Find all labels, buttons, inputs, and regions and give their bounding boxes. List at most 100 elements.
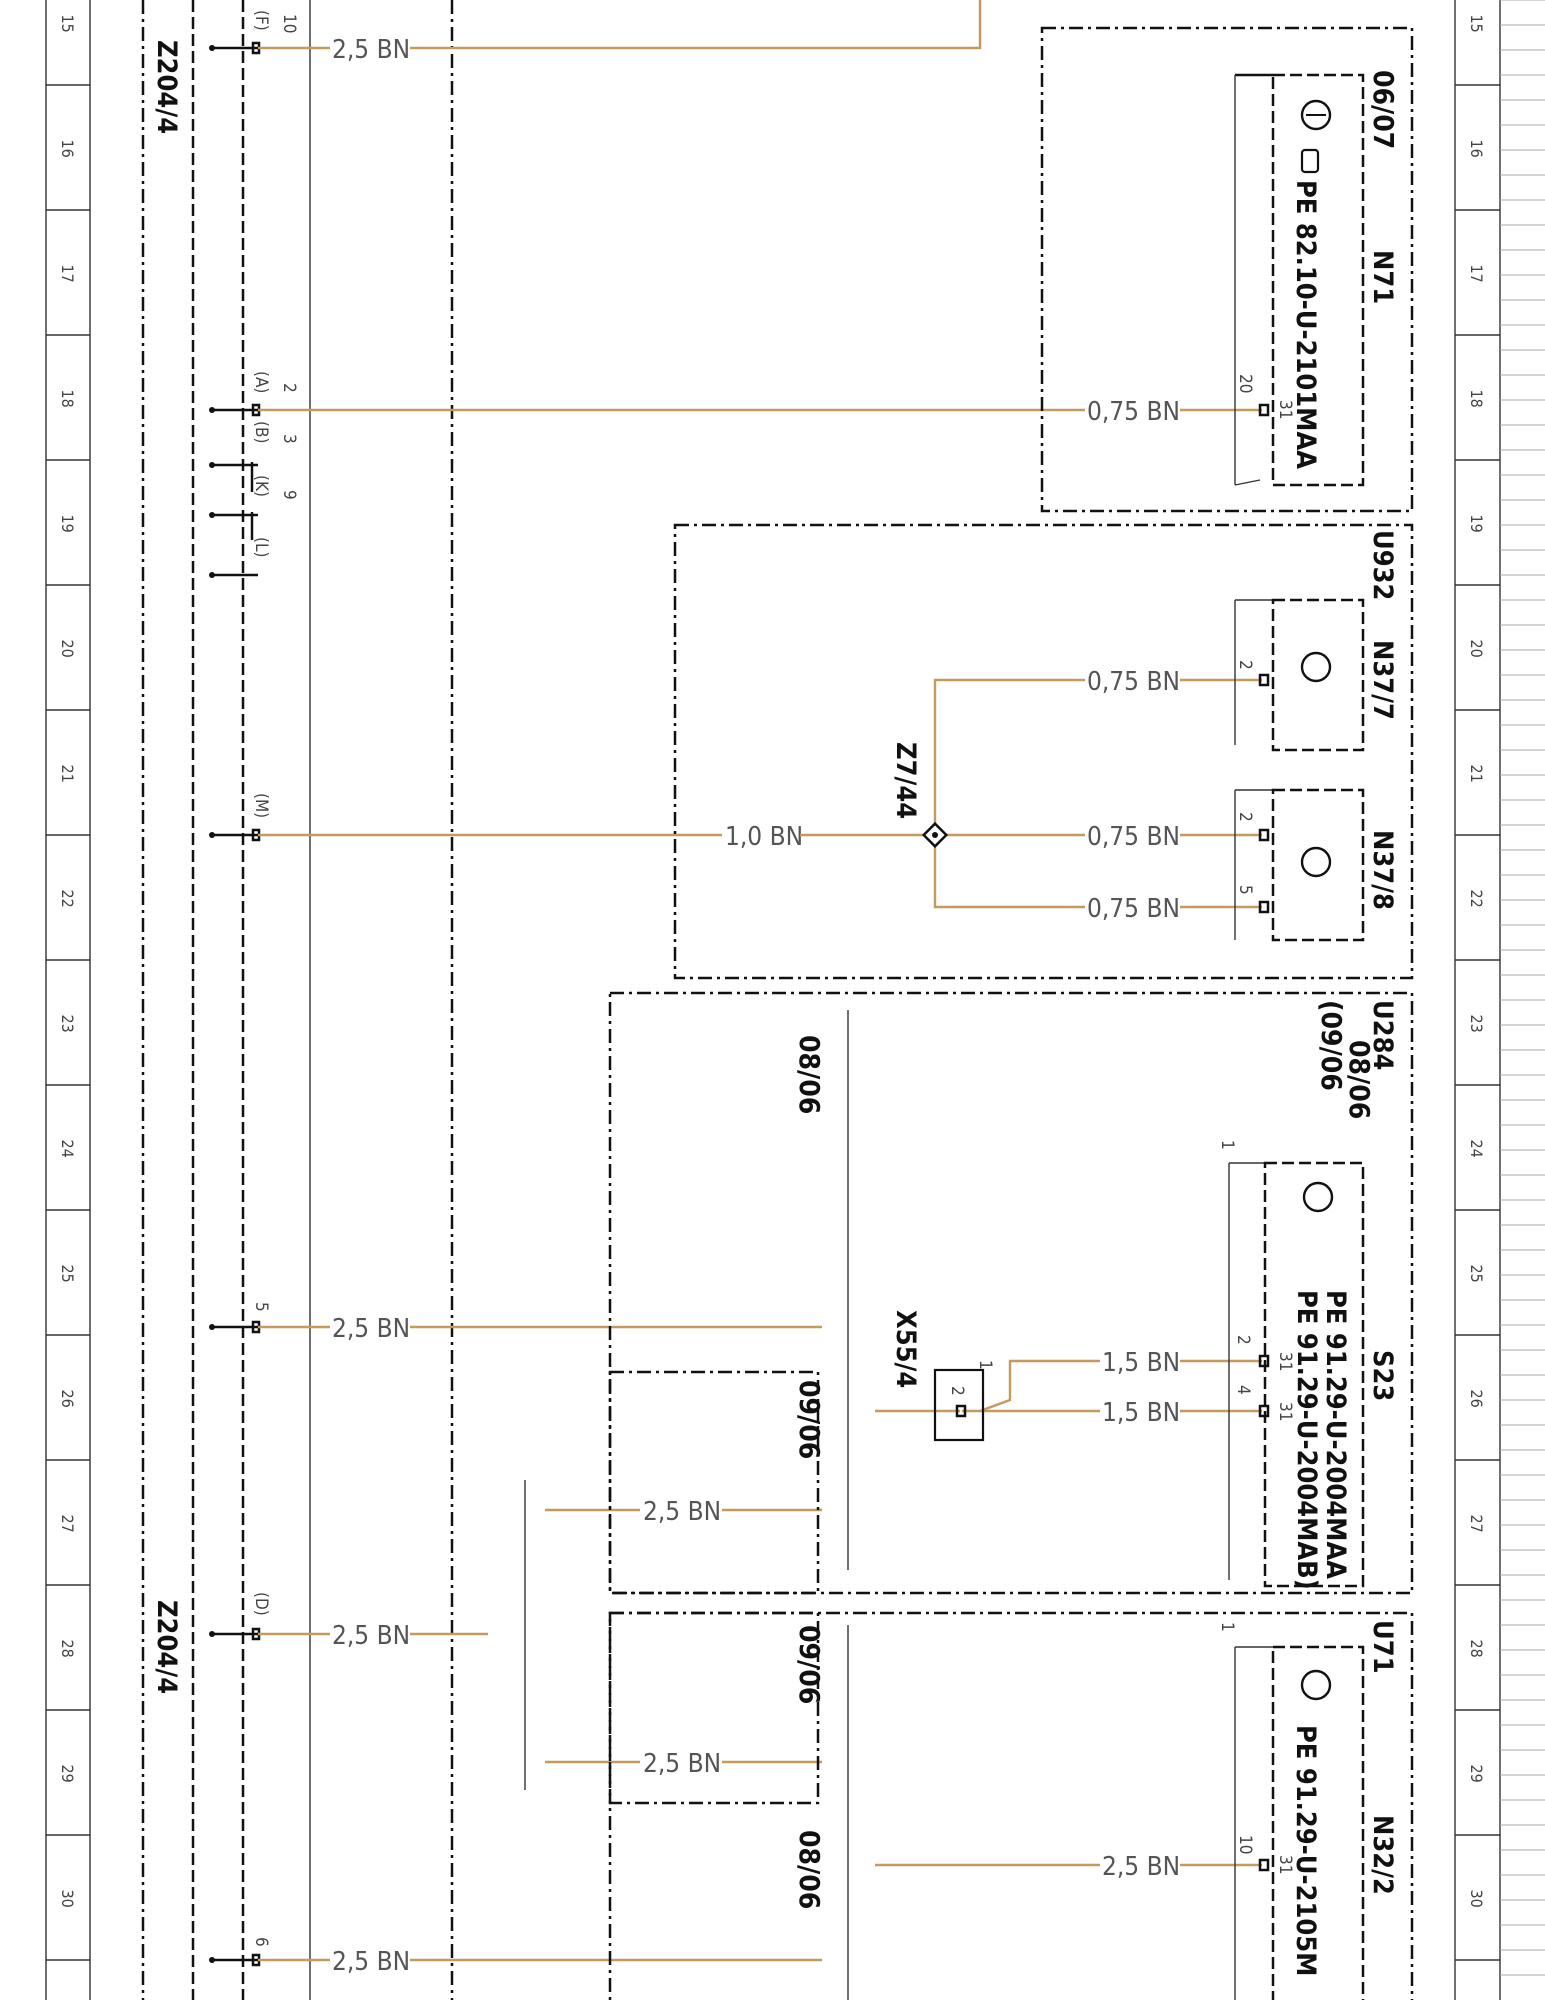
- s23-pin-4-31: 31: [1275, 1402, 1295, 1421]
- ruler-label-left: 30: [58, 1890, 77, 1908]
- n37-7-icon: [1300, 651, 1332, 683]
- n71-pe: PE 82.10-U-2101MAA: [1290, 180, 1321, 469]
- n37-8-pin-2: 2: [1235, 812, 1255, 822]
- n32-2-circuit-icon: [1300, 1669, 1332, 1701]
- s23-pin-2-31: 31: [1275, 1352, 1295, 1371]
- ruler-label-left: 25: [58, 1265, 77, 1283]
- u932-name: U932: [1367, 530, 1398, 600]
- version-0906-mid: 09/06: [793, 1380, 826, 1459]
- n32-2-pin-31: 31: [1275, 1855, 1295, 1874]
- n32-2-pin-10: 10: [1235, 1835, 1255, 1854]
- ruler-label-right: 22: [1467, 890, 1486, 908]
- pin-2: 2: [279, 383, 299, 393]
- n71-name: N71: [1367, 250, 1398, 304]
- splice-z7-44: Z7/44: [890, 742, 949, 849]
- ruler-ticks: [46, 0, 1545, 1976]
- ruler-label-right: 20: [1467, 640, 1486, 658]
- wire-label-27: 2,5 BN: [643, 1497, 721, 1527]
- version-0806-low: 08/06: [793, 1830, 826, 1909]
- ruler-label-right: 25: [1467, 1265, 1486, 1283]
- n37-7-name: N37/7: [1367, 640, 1398, 720]
- s23-pin-4: 4: [1233, 1385, 1253, 1395]
- u284-name: U284: [1367, 1000, 1398, 1070]
- splice-label: Z7/44: [890, 742, 921, 819]
- ruler-label-left: 20: [58, 640, 77, 658]
- x55-4-pin-1: 1: [975, 1360, 995, 1370]
- wire-label-30-left: 2,5 BN: [332, 1947, 410, 1977]
- ruler-label-left: 28: [58, 1640, 77, 1658]
- version-0906-low: 09/06: [793, 1625, 826, 1704]
- u284-version-range: (09/06: [1315, 1000, 1348, 1091]
- pin-6: 6: [251, 1937, 271, 1947]
- component-u284: U284 08/06 (09/06 08/06 09/06 1 2 31 4 3…: [524, 991, 1414, 1790]
- ruler-label-left: 19: [58, 515, 77, 533]
- pin-f: (F): [251, 10, 271, 31]
- ruler-label-left: 16: [58, 140, 77, 158]
- pin-b: (B): [251, 421, 271, 443]
- ruler-label-left: 18: [58, 390, 77, 408]
- pin-10: 10: [279, 14, 299, 33]
- component-n71: 20 31 06/07 N71 PE 82.10-U-2101MAA: [1040, 26, 1414, 513]
- ruler-label-right: 24: [1467, 1140, 1486, 1158]
- n37-8-pin-5: 5: [1235, 885, 1255, 895]
- ruler-label-right: 23: [1467, 1015, 1486, 1033]
- ruler-label-right: 19: [1467, 515, 1486, 533]
- n71-pin-31: 31: [1275, 400, 1295, 419]
- right-ruler: [1454, 0, 1501, 2000]
- wire-label-29: 2,5 BN: [643, 1749, 721, 1779]
- n32-2-name: N32/2: [1367, 1815, 1398, 1895]
- wires: 2,5 BN 0,75 BN 1,0 BN 0,75 BN 0,75 BN 0,…: [258, 0, 1262, 1977]
- wire-label-21-out: 0,75 BN: [1087, 822, 1180, 852]
- pin-5: 5: [251, 1302, 271, 1312]
- ruler-label-right: 26: [1467, 1390, 1486, 1408]
- s23-pe-2: PE 91.29-U-2004MAB): [1291, 1290, 1322, 1590]
- ruler-label-left: 29: [58, 1765, 77, 1783]
- n37-7-pin-2: 2: [1235, 660, 1255, 670]
- component-u932: U932 2 N37/7 2 5 N37/8: [673, 523, 1414, 980]
- ruler-label-left: 24: [58, 1140, 77, 1158]
- connector-label-top: Z204/4: [151, 40, 182, 134]
- circuit-symbol-icon: [1300, 99, 1332, 131]
- wire-label-25-top: 1,5 BN: [1102, 1348, 1180, 1378]
- ruler-label-left: 22: [58, 890, 77, 908]
- wire-label-18: 0,75 BN: [1087, 397, 1180, 427]
- n32-2-pe: PE 91.29-U-2105M: [1290, 1725, 1321, 1976]
- pin-d: (D): [251, 1592, 271, 1616]
- ruler-label-right: 30: [1467, 1890, 1486, 1908]
- ruler-label-left: 15: [58, 15, 77, 33]
- ruler-label-right: 17: [1467, 265, 1486, 283]
- n71-pin-20: 20: [1235, 374, 1255, 393]
- n32-2-ref: 1: [1217, 1622, 1237, 1632]
- connector-label-bottom: Z204/4: [151, 1600, 182, 1694]
- n37-8-name: N37/8: [1367, 830, 1398, 910]
- s23-name: S23: [1367, 1350, 1398, 1401]
- wire-label-21-in: 1,0 BN: [725, 822, 803, 852]
- u71-name: U71: [1367, 1620, 1398, 1674]
- hand-icon: [1300, 148, 1320, 174]
- s23-pin-2: 2: [1233, 1335, 1253, 1345]
- ruler-label-left: 17: [58, 265, 77, 283]
- left-ruler: [45, 0, 91, 2000]
- ruler-label-left: 26: [58, 1390, 77, 1408]
- ruler-label-left: 23: [58, 1015, 77, 1033]
- pin-k: (K): [251, 475, 271, 497]
- ruler-label-left: 21: [58, 765, 77, 783]
- pin-3: 3: [279, 434, 299, 444]
- version-0806-upper: 08/06: [793, 1035, 826, 1114]
- component-u71: U71 09/06 08/06 1 10 31 N32/2 PE 91.29-U…: [608, 1611, 1414, 2000]
- n71-version: 06/07: [1367, 70, 1400, 149]
- ruler-label-right: 29: [1467, 1765, 1486, 1783]
- wire-label-20: 0,75 BN: [1087, 667, 1180, 697]
- n37-8-icon: [1300, 846, 1332, 878]
- pin-a: (A): [251, 371, 271, 393]
- wire-label-28: 2,5 BN: [332, 1621, 410, 1651]
- ruler-label-right: 21: [1467, 765, 1486, 783]
- wire-label-25-left: 2,5 BN: [332, 1314, 410, 1344]
- pin-9: 9: [279, 490, 299, 500]
- pin-m: (M): [251, 793, 271, 818]
- x55-4-pin-2: 2: [947, 1386, 967, 1396]
- pin-l: (L): [251, 537, 271, 557]
